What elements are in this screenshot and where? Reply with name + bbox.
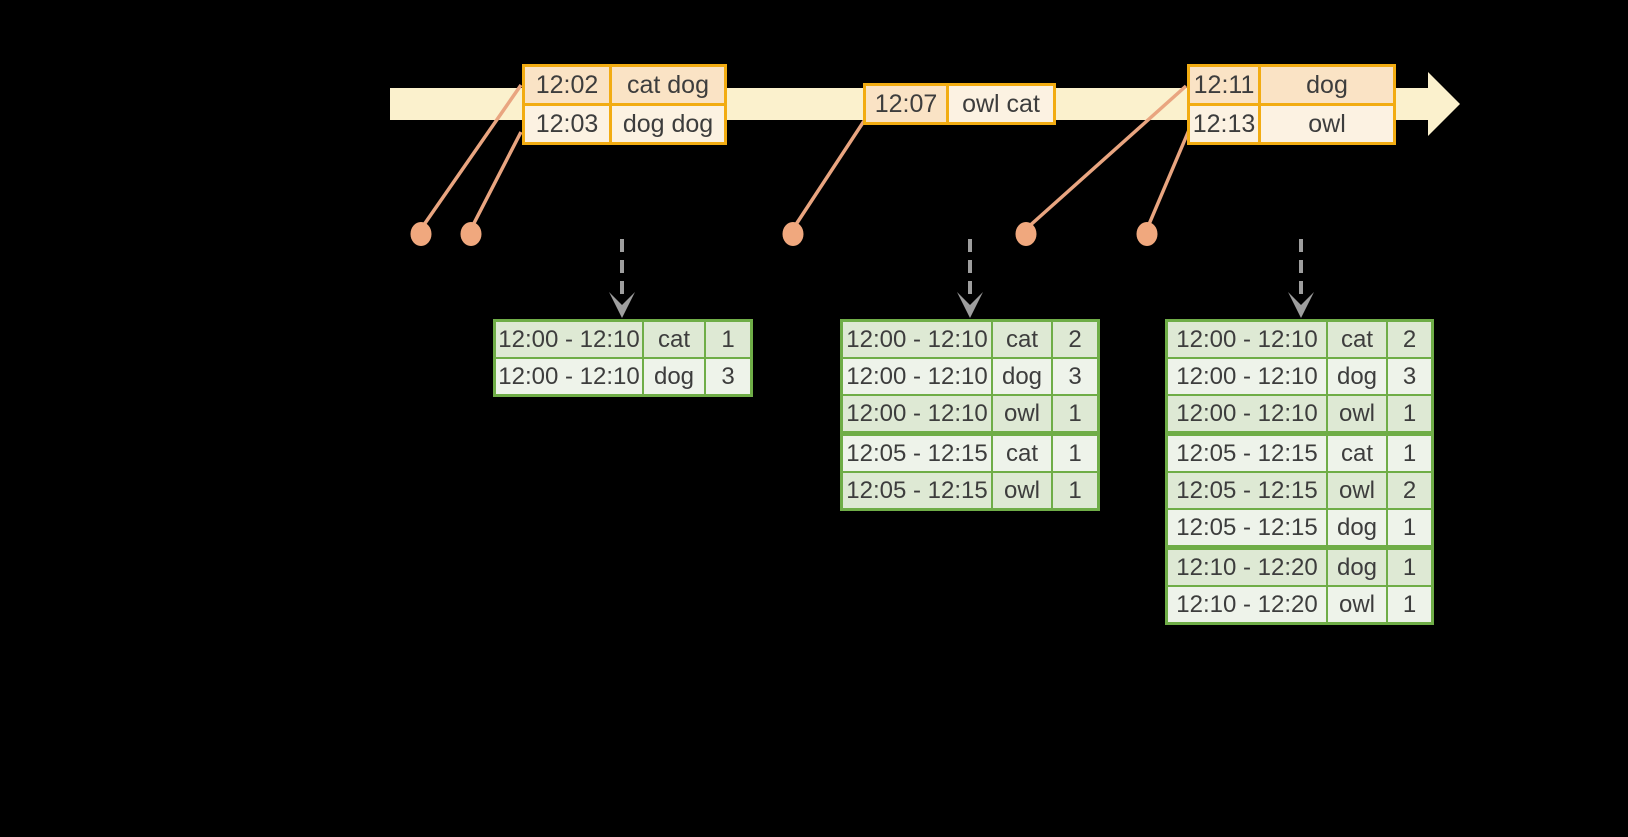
word-cell: owl — [993, 396, 1051, 431]
count-cell: 1 — [1388, 510, 1431, 545]
table-row: 12:05 - 12:15 cat 1 — [1168, 436, 1431, 471]
table-row: 12:00 - 12:10 dog 3 — [843, 359, 1097, 394]
word-cell: owl — [1328, 396, 1386, 431]
event-dot — [460, 222, 482, 246]
window-cell: 12:00 - 12:10 — [496, 322, 642, 357]
window-cell: 12:05 - 12:15 — [843, 473, 991, 508]
arrow-head-icon — [1288, 292, 1314, 318]
event-time: 12:13 — [1190, 106, 1258, 142]
event-time: 12:07 — [866, 86, 946, 122]
timeline-arrowhead-icon — [1428, 72, 1460, 136]
event-dot — [1136, 222, 1158, 246]
table-row: 12:00 - 12:10 cat 1 — [496, 322, 750, 357]
word-cell: dog — [644, 359, 704, 394]
event-row: 12:02 cat dog — [525, 67, 724, 103]
result-table: 12:00 - 12:10 cat 2 12:00 - 12:10 dog 3 … — [840, 319, 1100, 511]
word-cell: cat — [993, 322, 1051, 357]
window-cell: 12:00 - 12:10 — [1168, 359, 1326, 394]
count-cell: 2 — [1388, 322, 1431, 357]
window-cell: 12:00 - 12:10 — [843, 322, 991, 357]
table-row: 12:00 - 12:10 dog 3 — [496, 359, 750, 394]
table-row: 12:05 - 12:15 owl 1 — [843, 473, 1097, 508]
event-box: 12:02 cat dog 12:03 dog dog — [522, 64, 727, 145]
event-words: dog dog — [612, 106, 724, 142]
count-cell: 1 — [1053, 396, 1097, 431]
word-cell: dog — [1328, 359, 1386, 394]
result-table: 12:00 - 12:10 cat 2 12:00 - 12:10 dog 3 … — [1165, 319, 1434, 625]
table-row: 12:00 - 12:10 cat 2 — [843, 322, 1097, 357]
connector-line — [419, 84, 523, 230]
table-row: 12:05 - 12:15 cat 1 — [843, 436, 1097, 471]
event-words: owl cat — [949, 86, 1053, 122]
word-cell: cat — [1328, 436, 1386, 471]
table-row: 12:00 - 12:10 cat 2 — [1168, 322, 1431, 357]
window-cell: 12:00 - 12:10 — [1168, 322, 1326, 357]
event-row: 12:03 dog dog — [525, 106, 724, 142]
trigger-arrow — [609, 239, 635, 318]
connector-line — [469, 131, 523, 230]
count-cell: 1 — [706, 322, 750, 357]
event-box: 12:11 dog 12:13 owl — [1187, 64, 1396, 145]
count-cell: 1 — [1388, 396, 1431, 431]
count-cell: 1 — [1388, 550, 1431, 585]
window-cell: 12:05 - 12:15 — [1168, 473, 1326, 508]
window-cell: 12:10 - 12:20 — [1168, 587, 1326, 622]
trigger-arrow — [957, 239, 983, 318]
word-cell: cat — [993, 436, 1051, 471]
table-row: 12:05 - 12:15 owl 2 — [1168, 473, 1431, 508]
event-words: owl — [1261, 106, 1393, 142]
table-row: 12:05 - 12:15 dog 1 — [1168, 510, 1431, 545]
word-cell: owl — [993, 473, 1051, 508]
event-dot — [1015, 222, 1037, 246]
word-cell: dog — [993, 359, 1051, 394]
word-cell: cat — [644, 322, 704, 357]
event-words: dog — [1261, 67, 1393, 103]
window-cell: 12:05 - 12:15 — [1168, 510, 1326, 545]
count-cell: 1 — [1053, 473, 1097, 508]
arrow-head-icon — [957, 292, 983, 318]
event-time: 12:02 — [525, 67, 609, 103]
window-cell: 12:05 - 12:15 — [1168, 436, 1326, 471]
window-cell: 12:00 - 12:10 — [1168, 396, 1326, 431]
event-time: 12:03 — [525, 106, 609, 142]
event-row: 12:11 dog — [1190, 67, 1393, 103]
event-words: cat dog — [612, 67, 724, 103]
connector-line — [791, 120, 866, 230]
count-cell: 3 — [1053, 359, 1097, 394]
event-row: 12:07 owl cat — [866, 86, 1053, 122]
window-cell: 12:05 - 12:15 — [843, 436, 991, 471]
window-cell: 12:10 - 12:20 — [1168, 550, 1326, 585]
table-row: 12:10 - 12:20 dog 1 — [1168, 550, 1431, 585]
connector-line — [1145, 129, 1191, 230]
table-row: 12:00 - 12:10 owl 1 — [1168, 396, 1431, 431]
window-cell: 12:00 - 12:10 — [843, 359, 991, 394]
event-box: 12:07 owl cat — [863, 83, 1056, 125]
word-cell: dog — [1328, 510, 1386, 545]
window-cell: 12:00 - 12:10 — [496, 359, 642, 394]
count-cell: 3 — [706, 359, 750, 394]
word-cell: dog — [1328, 550, 1386, 585]
event-time: 12:11 — [1190, 67, 1258, 103]
count-cell: 2 — [1053, 322, 1097, 357]
word-cell: cat — [1328, 322, 1386, 357]
arrow-head-icon — [609, 292, 635, 318]
event-dot — [782, 222, 804, 246]
table-row: 12:00 - 12:10 owl 1 — [843, 396, 1097, 431]
table-row: 12:10 - 12:20 owl 1 — [1168, 587, 1431, 622]
count-cell: 1 — [1388, 436, 1431, 471]
count-cell: 2 — [1388, 473, 1431, 508]
count-cell: 3 — [1388, 359, 1431, 394]
result-table: 12:00 - 12:10 cat 1 12:00 - 12:10 dog 3 — [493, 319, 753, 397]
trigger-arrow — [1288, 239, 1314, 318]
window-cell: 12:00 - 12:10 — [843, 396, 991, 431]
connector-line — [1024, 84, 1188, 231]
event-row: 12:13 owl — [1190, 106, 1393, 142]
count-cell: 1 — [1388, 587, 1431, 622]
event-dot — [410, 222, 432, 246]
word-cell: owl — [1328, 587, 1386, 622]
word-cell: owl — [1328, 473, 1386, 508]
table-row: 12:00 - 12:10 dog 3 — [1168, 359, 1431, 394]
count-cell: 1 — [1053, 436, 1097, 471]
